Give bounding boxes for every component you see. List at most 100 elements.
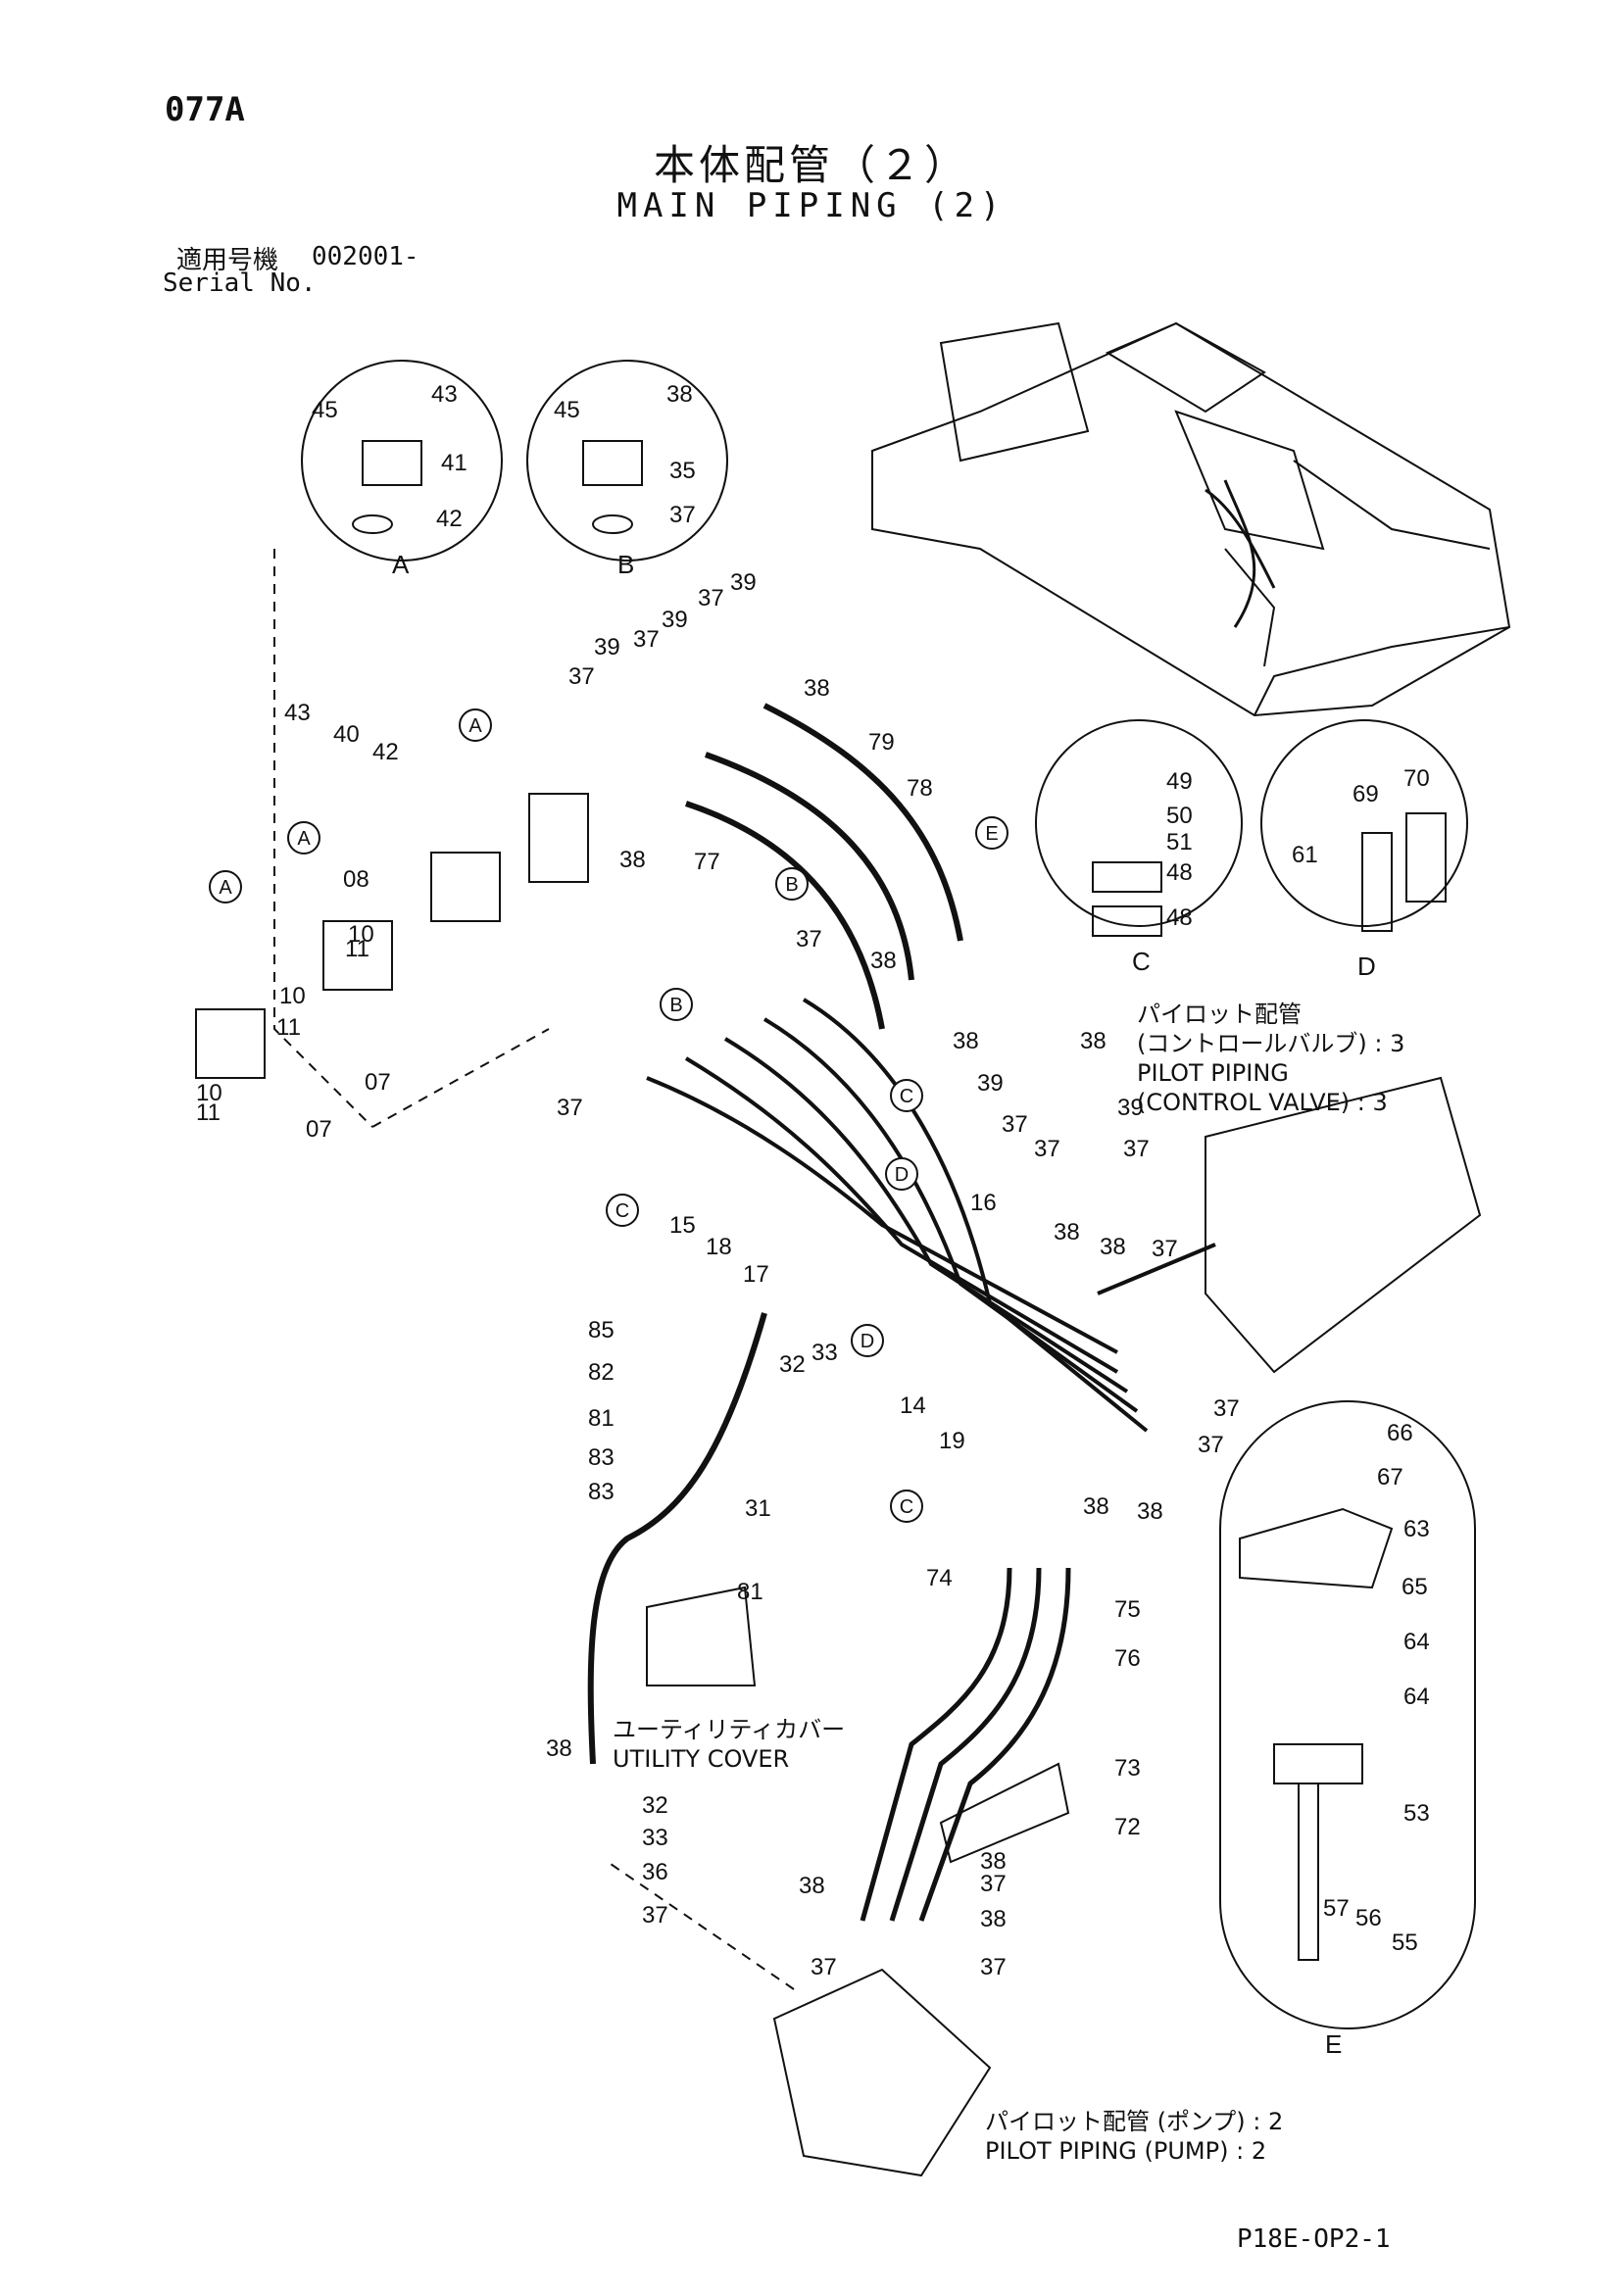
svg-text:37: 37 [1213, 1395, 1240, 1422]
detail-e-bracket [1239, 1507, 1394, 1589]
svg-text:37: 37 [1123, 1136, 1150, 1162]
detail-circle-d [1260, 719, 1468, 927]
serial-label-english: Serial No. [163, 269, 317, 298]
note-control-valve-ja2: (コントロールバルブ) : 3 [1137, 1030, 1405, 1057]
svg-text:37: 37 [1034, 1136, 1060, 1162]
svg-text:11: 11 [345, 936, 369, 962]
svg-text:65: 65 [1402, 1574, 1428, 1600]
svg-text:37: 37 [1002, 1111, 1028, 1138]
callout-circle-c-3 [890, 1490, 923, 1523]
svg-text:16: 16 [970, 1190, 997, 1216]
dashed-leader-pump [607, 1861, 795, 1990]
svg-text:82: 82 [588, 1359, 615, 1386]
svg-text:42: 42 [372, 739, 399, 765]
note-utility-cover-ja: ユーティリティカバー [613, 1716, 846, 1743]
svg-text:11: 11 [276, 1014, 301, 1041]
detail-c-clamp-bottom [1092, 905, 1162, 937]
svg-text:10: 10 [279, 983, 306, 1009]
note-control-valve-en: PILOT PIPING [1137, 1059, 1289, 1087]
svg-text:81: 81 [588, 1405, 615, 1432]
control-valve [1205, 1076, 1482, 1374]
callout-circle-c-2 [606, 1194, 639, 1227]
callout-circle-e [975, 816, 1008, 850]
svg-text:37: 37 [980, 1954, 1007, 1980]
svg-text:18: 18 [706, 1234, 732, 1260]
svg-text:45: 45 [554, 397, 580, 423]
svg-text:38: 38 [666, 381, 693, 408]
svg-text:57: 57 [1323, 1895, 1350, 1922]
svg-text:32: 32 [642, 1792, 668, 1819]
note-control-valve-en2: (CONTROL VALVE) : 3 [1137, 1089, 1388, 1116]
svg-text:38: 38 [980, 1906, 1007, 1932]
pipe-17 [723, 1037, 1129, 1393]
svg-text:32: 32 [779, 1351, 806, 1378]
detail-circle-c [1035, 719, 1243, 927]
svg-text:37: 37 [1198, 1432, 1224, 1458]
view-label-a: A [392, 550, 410, 579]
svg-text:17: 17 [743, 1261, 769, 1288]
block-07-middle [322, 920, 393, 991]
detail-circle-a [301, 360, 503, 562]
svg-text:37: 37 [633, 626, 660, 653]
note-pump-ja: パイロット配管 (ポンプ) : 2 [985, 2108, 1284, 2135]
callout-circle-c-1 [890, 1079, 923, 1112]
svg-text:38: 38 [804, 675, 830, 702]
svg-text:51: 51 [1166, 829, 1193, 855]
svg-text:81: 81 [737, 1579, 763, 1605]
callout-circle-d-2 [851, 1324, 884, 1357]
page-reference: P18E-OP2-1 [1237, 2224, 1391, 2254]
svg-text:72: 72 [1114, 1814, 1141, 1840]
svg-text:55: 55 [1392, 1930, 1418, 1956]
detail-c-clamp-top [1092, 861, 1162, 893]
svg-text:77: 77 [694, 849, 720, 875]
svg-text:75: 75 [1114, 1596, 1141, 1623]
note-pilot-piping-control-valve: パイロット配管 (コントロールバルブ) : 3 PILOT PIPING (CO… [1137, 1000, 1404, 1117]
svg-text:A: A [297, 828, 311, 850]
svg-text:53: 53 [1403, 1800, 1430, 1827]
callout-circle-a-2 [287, 821, 320, 855]
svg-text:73: 73 [1114, 1755, 1141, 1782]
svg-text:38: 38 [953, 1028, 979, 1054]
svg-text:76: 76 [1114, 1645, 1141, 1672]
svg-text:39: 39 [594, 634, 620, 660]
pipe-74 [860, 1567, 1012, 1922]
svg-text:38: 38 [799, 1873, 825, 1899]
svg-text:78: 78 [907, 775, 933, 802]
hose-78 [704, 752, 914, 981]
svg-text:35: 35 [669, 458, 696, 484]
note-pump-en: PILOT PIPING (PUMP) : 2 [985, 2137, 1267, 2165]
svg-text:70: 70 [1403, 765, 1430, 792]
detail-e-plate [1273, 1743, 1363, 1784]
view-label-b: B [617, 550, 634, 579]
view-label-e: E [1325, 2029, 1342, 2059]
svg-text:50: 50 [1166, 803, 1193, 829]
note-pilot-piping-pump: パイロット配管 (ポンプ) : 2 PILOT PIPING (PUMP) : … [985, 2107, 1283, 2166]
svg-text:43: 43 [284, 700, 311, 726]
block-bracket [528, 793, 589, 883]
svg-text:A: A [219, 877, 232, 899]
pipe-16 [762, 1017, 1139, 1413]
svg-text:11: 11 [196, 1099, 221, 1126]
svg-text:37: 37 [669, 502, 696, 528]
detail-d-clamp [1361, 832, 1393, 932]
detail-circle-b [526, 360, 728, 562]
pipe-to-valve [1097, 1243, 1216, 1295]
svg-text:B: B [669, 995, 682, 1016]
svg-text:37: 37 [568, 663, 595, 690]
svg-text:38: 38 [1100, 1234, 1126, 1260]
svg-text:74: 74 [926, 1565, 953, 1591]
callout-circle-d-1 [885, 1157, 918, 1191]
machine-overview [871, 321, 1511, 717]
svg-text:37: 37 [557, 1095, 583, 1121]
svg-text:07: 07 [365, 1069, 391, 1096]
svg-text:C: C [615, 1200, 629, 1222]
svg-text:38: 38 [1080, 1028, 1107, 1054]
svg-text:48: 48 [1166, 859, 1193, 886]
svg-text:37: 37 [980, 1871, 1007, 1897]
dashed-leader-left-2 [371, 1028, 550, 1128]
serial-number-value: 002001- [312, 242, 419, 271]
svg-text:31: 31 [745, 1495, 771, 1522]
svg-text:38: 38 [1083, 1493, 1109, 1520]
detail-capsule-e [1219, 1400, 1476, 2029]
